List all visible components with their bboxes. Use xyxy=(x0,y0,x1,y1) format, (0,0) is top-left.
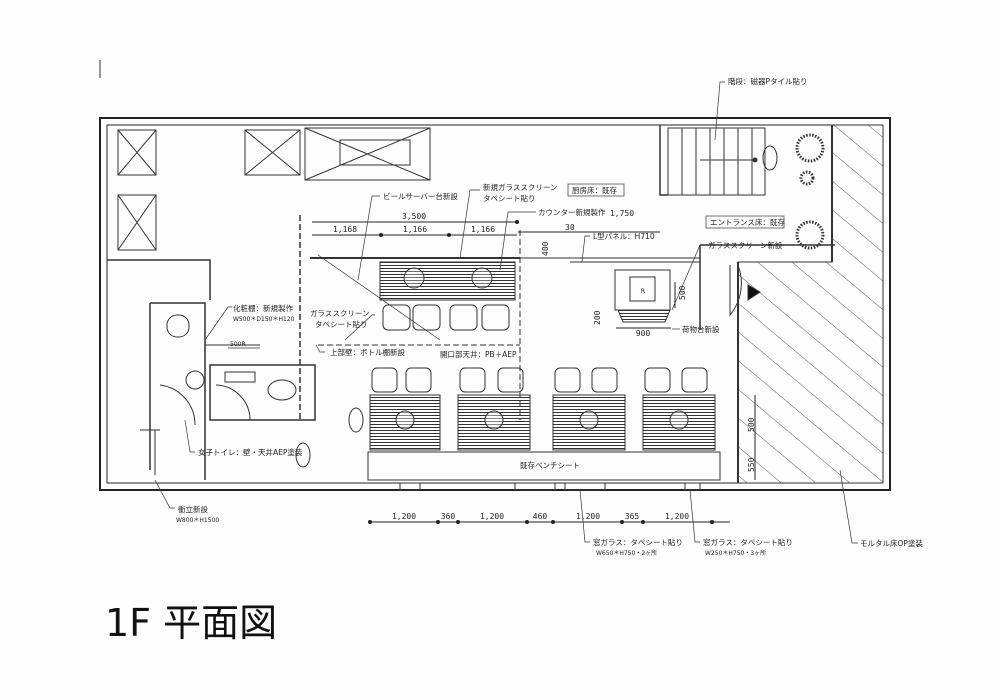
chairs xyxy=(295,367,708,468)
svg-text:460: 460 xyxy=(533,512,548,521)
label-kitchen-floor: 厨房床：既存 xyxy=(572,185,617,195)
window-marks xyxy=(140,429,701,491)
dim-seg1: 1,168 xyxy=(333,225,357,234)
dim-200: 200 xyxy=(593,310,602,325)
chair xyxy=(762,145,778,171)
dimension-lines xyxy=(312,220,756,524)
entrance-door xyxy=(729,264,761,317)
dim-counter: 1,750 xyxy=(610,209,634,218)
label-beer-server: ビールサーバー台新設 xyxy=(383,191,458,201)
counter xyxy=(379,261,516,301)
dim-right-550: 550 xyxy=(747,457,756,472)
svg-text:1,200: 1,200 xyxy=(665,512,689,521)
label-glass-screen-sub: タペシート貼り xyxy=(315,319,368,329)
dim-400: 400 xyxy=(541,241,550,256)
svg-text:1,200: 1,200 xyxy=(392,512,416,521)
label-window1: 窓ガラス：タペシート貼り xyxy=(593,537,683,547)
counter-stools xyxy=(382,304,510,331)
dim-900: 900 xyxy=(636,329,651,338)
leader-lines xyxy=(154,81,858,544)
svg-text:1,200: 1,200 xyxy=(480,512,504,521)
dim-500: 500 xyxy=(678,285,687,300)
label-womens-toilet: 女子トイレ：壁・天井AEP塗装 xyxy=(198,447,303,457)
label-glass-screen: ガラススクリーン xyxy=(310,308,369,318)
toilets xyxy=(159,314,297,426)
bottom-dimensions: 1,200 360 1,200 460 1,200 365 1,200 xyxy=(392,512,689,521)
storage-units xyxy=(117,127,431,251)
svg-text:1,200: 1,200 xyxy=(576,512,600,521)
dim-30: 30 xyxy=(565,223,575,232)
label-stairs: 階段：磁器Pタイル貼り xyxy=(728,76,808,86)
label-entrance-floor: エントランス床：既存 xyxy=(710,217,785,227)
label-luggage: 荷物台新設 xyxy=(682,324,720,334)
mortar-floor-area xyxy=(737,124,884,484)
label-partition-size: W800＊H1500 xyxy=(176,517,219,524)
label-glass-screen-new: ガラススクリーン新設 xyxy=(708,240,783,250)
bench-label: 既存ベンチシート xyxy=(520,460,580,470)
label-window2-size: W250＊H750・3ヶ所 xyxy=(705,549,766,557)
tables xyxy=(369,394,716,451)
plan-title: 1F 平面図 xyxy=(105,601,277,645)
label-partition: 衝立新設 xyxy=(178,504,208,514)
dim-right-500: 500 xyxy=(747,417,756,432)
luggage-shelf xyxy=(617,309,671,323)
label-new-glass-screen: 新規ガラススクリーン xyxy=(483,182,557,192)
label-upper-wall: 上部壁：ボトル棚新設 xyxy=(330,347,405,357)
bench-seat xyxy=(367,451,721,481)
fridge-label: R xyxy=(641,288,645,295)
interior-walls xyxy=(107,125,668,480)
svg-text:365: 365 xyxy=(625,512,640,521)
stairs xyxy=(667,127,766,196)
label-500r: 500R xyxy=(230,341,246,348)
dim-total: 3,500 xyxy=(402,212,426,221)
label-counter: カウンター新規製作 xyxy=(538,207,606,217)
label-new-glass-screen-sub: タペシート貼り xyxy=(483,193,536,203)
plants xyxy=(795,133,825,250)
label-vanity-size: W500＊D150＊H120 xyxy=(233,316,295,323)
label-opening-ceiling: 開口部天井：PB＋AEP xyxy=(440,349,517,359)
dim-seg3: 1,166 xyxy=(471,225,495,234)
label-vanity: 化粧棚：新規製作 xyxy=(233,303,293,313)
dim-seg2: 1,166 xyxy=(403,225,427,234)
label-window2: 窓ガラス：タペシート貼り xyxy=(703,537,793,547)
label-mortar: モルタル床OP塗装 xyxy=(860,538,923,548)
label-window1-size: W650＊H750・2ヶ所 xyxy=(596,549,657,557)
svg-text:360: 360 xyxy=(441,512,456,521)
label-l-panel: L型パネル：H710 xyxy=(593,232,655,241)
